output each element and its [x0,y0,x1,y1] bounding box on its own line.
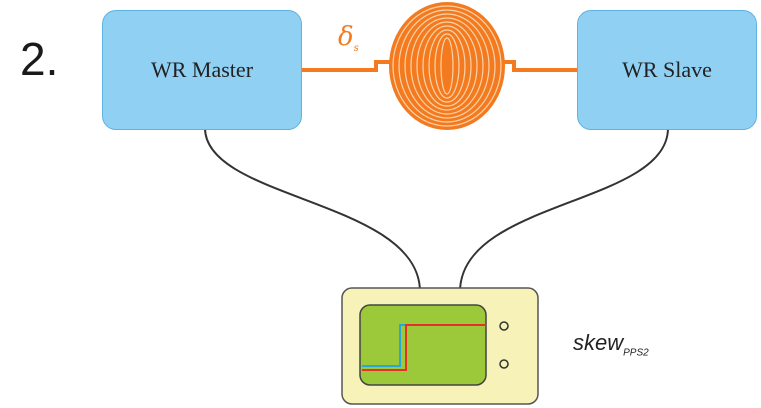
fiber-spool-icon [389,2,505,130]
fiber-delay-label: δs [338,22,359,54]
skew-label: skewPPS2 [573,330,649,358]
wr-slave-box: WR Slave [577,10,757,130]
wr-master-label: WR Master [150,57,254,82]
wr-master-box: WR Master [102,10,302,130]
skew-main: skew [573,330,624,355]
slave-cable [459,127,669,293]
delay-subscript: s [353,43,359,55]
fiber-line-right [502,60,577,72]
wr-slave-label: WR Slave [622,57,712,82]
trace-red [362,324,486,371]
delay-symbol: δ [338,22,354,52]
step-number: 2. [20,33,59,85]
oscilloscope-icon [341,287,539,405]
master-cable [204,127,421,293]
skew-subscript: PPS2 [623,347,649,359]
knob-bottom [499,359,509,369]
fiber-line-left [300,60,392,72]
knob-top [499,321,509,331]
